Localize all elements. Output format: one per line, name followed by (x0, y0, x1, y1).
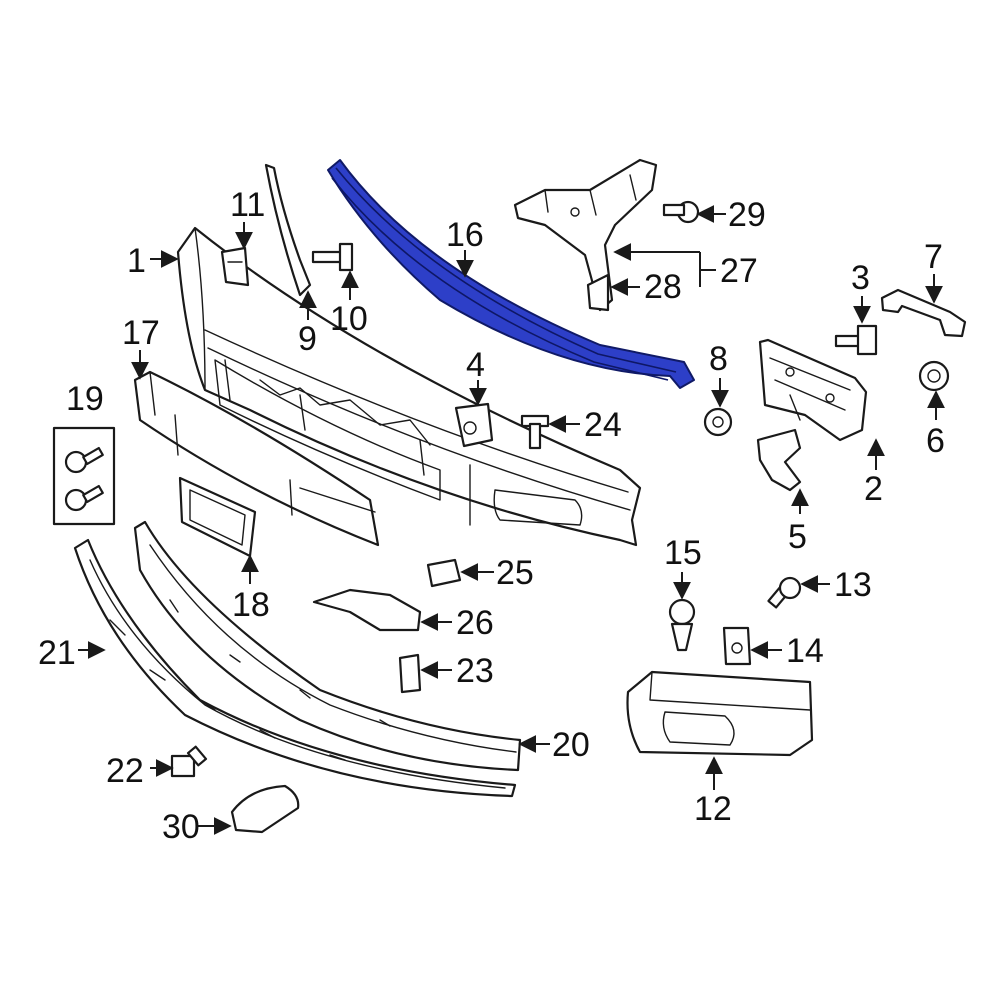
callout-16: 16 (446, 216, 484, 254)
part-21-air-deflector[interactable] (73, 538, 517, 798)
callout-3: 3 (851, 259, 870, 297)
part-22-bolt[interactable] (170, 745, 208, 778)
part-16-reinforcement[interactable] (327, 159, 695, 389)
part-8-nut[interactable] (703, 407, 733, 437)
callout-13: 13 (834, 566, 872, 604)
callout-18: 18 (232, 586, 270, 624)
part-1-bumper-bar[interactable] (176, 226, 642, 547)
part-18-license-bracket[interactable] (178, 476, 257, 558)
callout-4: 4 (466, 346, 485, 384)
part-5-bracket[interactable] (756, 428, 802, 492)
part-7-hanger-bracket[interactable] (880, 288, 967, 338)
part-14-nut-clip[interactable] (722, 626, 752, 666)
callout-11: 11 (230, 186, 265, 224)
callout-10: 10 (330, 300, 368, 338)
part-17-lower-reinforcement[interactable] (133, 370, 380, 547)
part-29-push-pin[interactable] (662, 200, 700, 224)
callout-21: 21 (38, 634, 76, 672)
part-15-push-pin[interactable] (668, 598, 696, 652)
part-12-end-cap[interactable] (626, 670, 814, 757)
callout-8: 8 (709, 340, 728, 378)
part-9-bracket-strip[interactable] (264, 163, 312, 297)
part-25-nut-clip[interactable] (426, 558, 462, 588)
part-23-nut-clip[interactable] (398, 653, 422, 694)
callout-28: 28 (644, 268, 682, 306)
callout-14: 14 (786, 632, 824, 670)
part-6-nut[interactable] (918, 360, 950, 392)
callout-20: 20 (552, 726, 590, 764)
part-30-tow-hook-cover[interactable] (230, 784, 300, 834)
part-3-bolt[interactable] (834, 324, 878, 356)
part-24-bolt[interactable] (520, 414, 550, 450)
callout-23: 23 (456, 652, 494, 690)
callout-9: 9 (298, 320, 317, 358)
callout-22: 22 (106, 752, 144, 790)
leader-lines (78, 205, 945, 835)
callout-12: 12 (694, 790, 732, 828)
callout-15: 15 (664, 534, 702, 572)
callout-2: 2 (864, 470, 883, 508)
part-28-bracket[interactable] (586, 273, 610, 312)
part-26-bracket[interactable] (312, 588, 422, 632)
callout-27: 27 (720, 252, 758, 290)
callout-5: 5 (788, 518, 807, 556)
part-11-clip[interactable] (220, 246, 250, 287)
callout-30: 30 (162, 808, 200, 846)
part-13-bolt[interactable] (767, 576, 802, 609)
part-20-lower-valance[interactable] (133, 520, 522, 772)
part-2-mounting-bracket[interactable] (758, 338, 868, 442)
callout-19: 19 (66, 380, 104, 418)
part-27-bracket[interactable] (513, 158, 658, 312)
callout-26: 26 (456, 604, 494, 642)
part-10-bolt[interactable] (311, 242, 354, 272)
callout-labels: 1 2 3 4 5 6 7 8 9 10 11 12 13 14 15 16 1… (38, 186, 945, 846)
part-19-bolt-set[interactable] (52, 426, 116, 526)
callout-24: 24 (584, 406, 622, 444)
callout-1: 1 (127, 242, 146, 280)
callout-25: 25 (496, 554, 534, 592)
callout-17: 17 (122, 314, 160, 352)
callout-7: 7 (924, 238, 943, 276)
callout-6: 6 (926, 422, 945, 460)
callout-29: 29 (728, 196, 766, 234)
